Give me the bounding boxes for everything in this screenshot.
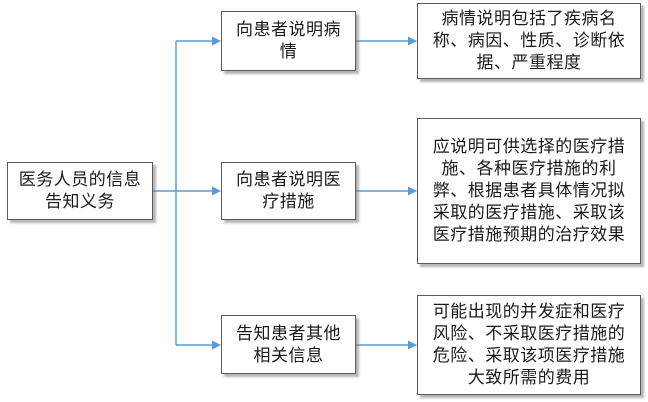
root-node: 医务人员的信息告知义务 (7, 162, 153, 220)
arrowhead-detail-2 (408, 186, 417, 196)
detail-node-1-text: 病情说明包括了疾病名称、病因、性质、诊断依据、严重程度 (432, 9, 626, 73)
arrowhead-branch-3 (212, 340, 221, 350)
detail-node-3-text: 可能出现的并发症和医疗风险、不采取医疗措施的危险、采取该项医疗措施大致所需的费用 (432, 302, 626, 388)
detail-node-2: 应说明可供选择的医疗措施、各种医疗措施的利弊、根据患者具体情况拟采取的医疗措施、… (417, 118, 641, 264)
arrowhead-branch-1 (212, 36, 221, 46)
arrowhead-branch-2 (212, 186, 221, 196)
detail-node-3: 可能出现的并发症和医疗风险、不采取医疗措施的危险、采取该项医疗措施大致所需的费用 (417, 295, 641, 395)
arrowhead-detail-3 (408, 340, 417, 350)
branch-node-2: 向患者说明医疗措施 (221, 162, 356, 220)
branch-node-1: 向患者说明病情 (221, 11, 356, 71)
arrowhead-detail-1 (408, 36, 417, 46)
detail-node-2-text: 应说明可供选择的医疗措施、各种医疗措施的利弊、根据患者具体情况拟采取的医疗措施、… (432, 137, 626, 245)
branch-node-3: 告知患者其他相关信息 (221, 315, 356, 374)
branch-node-2-text: 向患者说明医疗措施 (236, 170, 341, 212)
detail-node-1: 病情说明包括了疾病名称、病因、性质、诊断依据、严重程度 (417, 3, 641, 79)
root-node-text: 医务人员的信息告知义务 (18, 170, 142, 212)
branch-node-1-text: 向患者说明病情 (236, 20, 341, 62)
branch-node-3-text: 告知患者其他相关信息 (236, 323, 341, 366)
